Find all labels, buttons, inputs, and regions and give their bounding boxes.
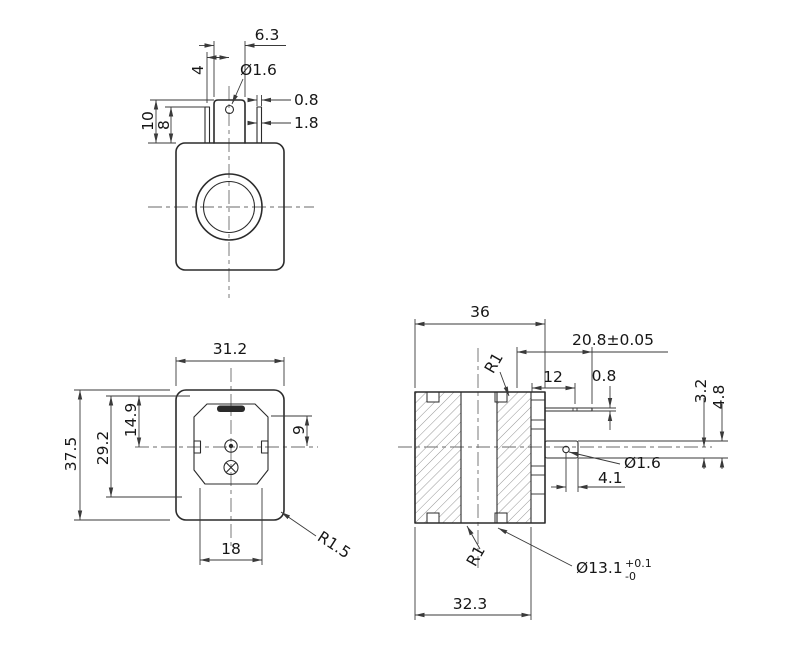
dim-socket-width: 18: [199, 488, 263, 565]
dim-label-socket-width: 18: [221, 540, 241, 558]
dim-label-pin-thickness: 0.8: [294, 91, 319, 109]
dim-label-overall-height: 37.5: [62, 437, 80, 472]
right-wall-hatch: [497, 392, 531, 523]
dim-label-pin-offset: 4: [189, 65, 207, 75]
terminal-blade-edge: [545, 407, 593, 412]
side-notch-left: [193, 440, 202, 454]
dim-label-tab-width: 6.3: [255, 26, 280, 44]
dim-label-bore-tol-lower: -0: [625, 570, 636, 583]
dim-label-socket-height: 29.2: [94, 431, 112, 466]
dim-label-bore-tol-upper: +0.1: [625, 557, 652, 570]
dim-label-blade-thickness: 0.8: [592, 367, 617, 385]
screw-symbol: [223, 459, 239, 476]
dim-bore-dia: Ø13.1 +0.1 -0: [497, 527, 652, 583]
dim-label-blade-edge-to-center: 3.2: [692, 379, 710, 404]
dim-tab-hole-dia: Ø1.6: [231, 61, 277, 105]
center-hole: [224, 439, 238, 453]
seal-groove-bottom-left: [426, 512, 440, 524]
boss-outer-circle: [195, 173, 263, 241]
dim-flange-width: 32.3: [414, 527, 532, 620]
dim-chamfer-to-center: 9: [271, 415, 312, 446]
connector-serrations: [531, 399, 545, 495]
dim-pin-width: 1.8: [247, 114, 319, 132]
dim-tab-height: 10: [139, 99, 214, 144]
dim-label-bore-dia: Ø13.1: [576, 559, 623, 577]
side-notch-right: [260, 440, 269, 454]
dim-blade-length: 12: [531, 368, 576, 404]
terminal-blade-face: [544, 440, 579, 459]
front-view-centerlines: [148, 86, 314, 298]
dim-label-blade-hole-dia: Ø1.6: [624, 454, 661, 472]
dim-blade-width: 4.8: [578, 385, 728, 469]
tab-hole: [224, 104, 235, 115]
dim-body-width: 31.2: [175, 340, 285, 386]
bottom-view: 31.2 37.5 29.2 14.9 9 18: [62, 340, 354, 565]
bottom-view-centerlines: [135, 368, 318, 546]
body-outline: [175, 389, 285, 521]
dim-blade-thickness: 0.8: [592, 367, 617, 430]
center-hole-dot: [228, 443, 234, 449]
dim-label-overall-width: 36: [470, 303, 490, 321]
boss-inner-circle: [202, 180, 256, 234]
seal-groove-top-left: [426, 391, 440, 403]
section-view: 36 20.8±0.05 R1 12 0.8: [398, 303, 728, 620]
socket-outline: [193, 403, 269, 485]
dim-inner-radius-top: R1: [481, 350, 510, 397]
pin-right: [256, 106, 263, 144]
left-wall-hatch: [415, 392, 461, 523]
dim-label-tab-height: 10: [139, 111, 157, 131]
terminal-hole: [562, 445, 570, 454]
dim-label-pin-height: 8: [155, 120, 173, 130]
dim-blade-edge-to-center: 3.2: [692, 379, 710, 469]
dim-overall-height: 37.5: [62, 389, 170, 521]
coil-body-outline: [175, 142, 285, 271]
dim-pin-offset: 4: [189, 52, 229, 103]
dim-socket-height: 29.2: [94, 395, 190, 498]
dim-overall-width: 36: [414, 303, 546, 388]
dim-hole-to-tip: 4.1: [551, 453, 625, 492]
dim-pin-thickness: 0.8: [247, 91, 319, 109]
dim-corner-radius: R1.5: [280, 511, 354, 562]
dim-label-slot-to-center: 14.9: [122, 403, 140, 438]
dim-inner-radius-bottom: R1: [463, 525, 489, 570]
dim-terminal-reach: 20.8±0.05: [516, 331, 668, 404]
dim-label-hole-to-tip: 4.1: [598, 469, 623, 487]
pin-left: [204, 106, 211, 144]
front-view: 6.3 Ø1.6 4 0.8 1.8 10: [139, 26, 319, 298]
dim-label-blade-length: 12: [543, 368, 563, 386]
dim-label-terminal-reach: 20.8±0.05: [572, 331, 654, 349]
dim-label-blade-width: 4.8: [710, 385, 728, 410]
dim-tab-width: 6.3: [199, 26, 286, 97]
dim-slot-to-center: 14.9: [122, 396, 142, 447]
dim-label-inner-radius-bottom: R1: [463, 543, 489, 570]
dim-label-tab-hole-dia: Ø1.6: [240, 61, 277, 79]
connector-tab: [213, 99, 246, 144]
dim-pin-height: 8: [155, 106, 205, 143]
dim-label-pin-width: 1.8: [294, 114, 319, 132]
dim-label-chamfer-to-center: 9: [290, 425, 308, 435]
dim-label-flange-width: 32.3: [453, 595, 488, 613]
dim-label-corner-radius: R1.5: [314, 528, 354, 562]
dim-label-inner-radius-top: R1: [481, 350, 507, 377]
polarizing-slot: [217, 405, 245, 412]
dim-blade-hole-dia: Ø1.6: [568, 451, 661, 472]
dim-label-body-width: 31.2: [213, 340, 248, 358]
